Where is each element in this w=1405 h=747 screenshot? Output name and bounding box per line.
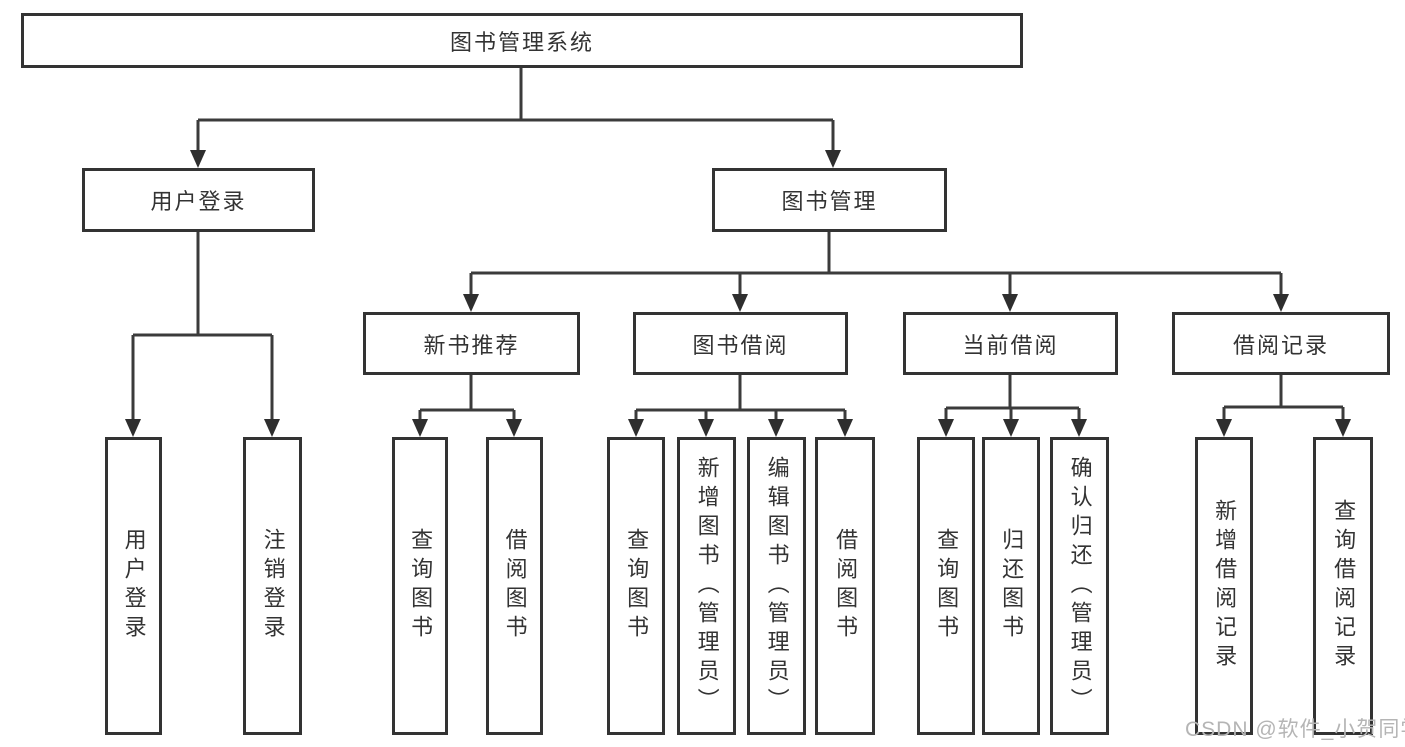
node-new-book-recommend-label: 新书推荐 (423, 332, 520, 358)
leaf-add-borrow-record: 新增借阅记录 (1195, 437, 1253, 735)
node-root: 图书管理系统 (21, 13, 1023, 68)
node-current-borrow-label: 当前借阅 (962, 332, 1059, 358)
node-book-borrow-label: 图书借阅 (692, 332, 789, 358)
leaf-confirm-return-admin: 确认归还（管理员） (1050, 437, 1109, 735)
watermark: CSDN @软件_小贺同学 (1185, 718, 1405, 741)
leaf-logout: 注销登录 (243, 437, 302, 735)
leaf-borrow-book: 借阅图书 (815, 437, 875, 735)
node-root-label: 图书管理系统 (449, 29, 594, 55)
node-book-borrow: 图书借阅 (633, 312, 848, 375)
leaf-borrow-query-book: 查询图书 (607, 437, 665, 735)
leaf-borrow-book-label: 借阅图书 (833, 528, 859, 644)
leaf-current-query-book-label: 查询图书 (934, 528, 960, 644)
leaf-edit-book-admin: 编辑图书（管理员） (747, 437, 806, 735)
leaf-query-borrow-record: 查询借阅记录 (1313, 437, 1373, 735)
leaf-return-book-label: 归还图书 (999, 528, 1025, 644)
leaf-recommend-query-book-label: 查询图书 (408, 528, 434, 644)
node-borrow-records-label: 借阅记录 (1232, 332, 1329, 358)
node-user-login-label: 用户登录 (150, 189, 247, 214)
leaf-recommend-borrow-book-label: 借阅图书 (502, 528, 528, 644)
leaf-recommend-borrow-book: 借阅图书 (486, 437, 543, 735)
node-book-management-label: 图书管理 (781, 189, 878, 214)
leaf-edit-book-admin-label: 编辑图书（管理员） (764, 455, 790, 717)
leaf-confirm-return-admin-label: 确认归还（管理员） (1067, 455, 1093, 717)
node-new-book-recommend: 新书推荐 (363, 312, 580, 375)
leaf-add-book-admin: 新增图书（管理员） (677, 437, 736, 735)
leaf-recommend-query-book: 查询图书 (392, 437, 448, 735)
leaf-return-book: 归还图书 (982, 437, 1040, 735)
leaf-user-login: 用户登录 (105, 437, 162, 735)
leaf-add-borrow-record-label: 新增借阅记录 (1212, 499, 1238, 673)
leaf-add-book-admin-label: 新增图书（管理员） (694, 455, 720, 717)
node-current-borrow: 当前借阅 (903, 312, 1118, 375)
leaf-current-query-book: 查询图书 (917, 437, 975, 735)
leaf-borrow-query-book-label: 查询图书 (624, 528, 650, 644)
node-book-management: 图书管理 (712, 168, 947, 232)
leaf-user-login-label: 用户登录 (121, 528, 147, 644)
leaf-logout-label: 注销登录 (260, 528, 286, 644)
node-borrow-records: 借阅记录 (1172, 312, 1390, 375)
node-user-login: 用户登录 (82, 168, 315, 232)
leaf-query-borrow-record-label: 查询借阅记录 (1331, 499, 1357, 673)
